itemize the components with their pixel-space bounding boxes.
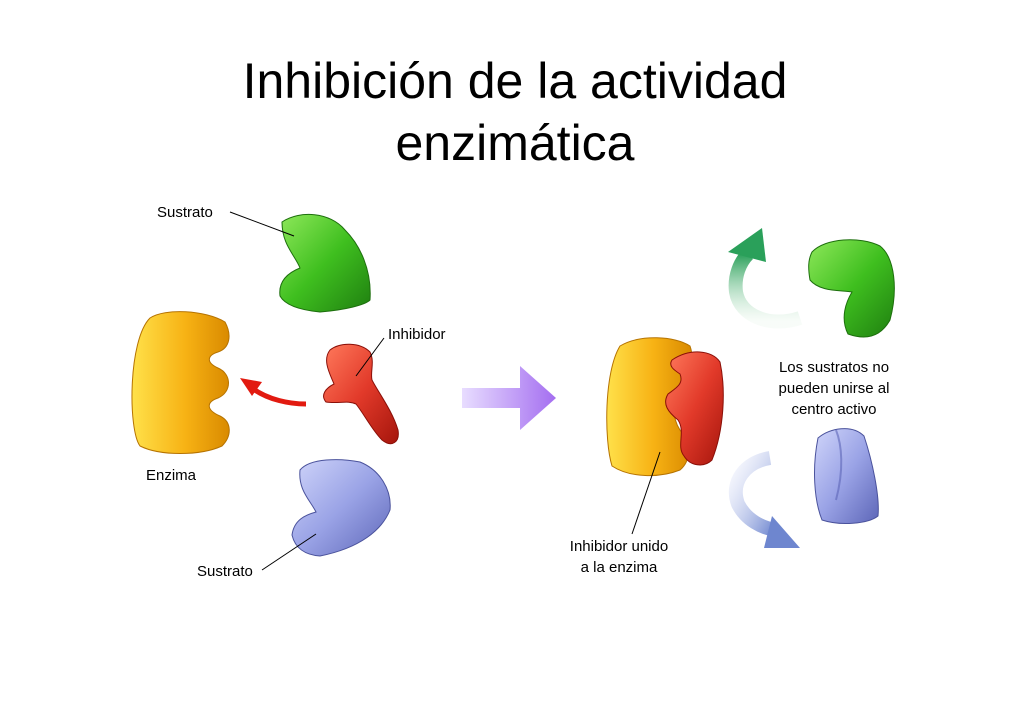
green-substrate-right-shape [808,239,895,338]
label-sustratos-no-unen-line-2: pueden unirse al [778,380,890,397]
label-sustratos-no-unen-line-1: Los sustratos no [778,359,890,376]
label-inhibidor-unido-line-1: Inhibidor unido [569,538,669,555]
label-sustrato-bottom: Sustrato [197,563,253,580]
title-line-2: enzimática [395,115,635,171]
label-sustratos-no-unen-line-3: centro activo [791,401,877,418]
title-line-1: Inhibición de la actividad [242,53,788,109]
label-enzima: Enzima [146,467,197,484]
green-curved-arrow-icon [728,228,803,329]
slide-title: Inhibición de la actividad enzimática [0,50,1030,174]
enzyme-shape [131,311,230,454]
inhibitor-shape [323,343,399,445]
label-sustrato-top: Sustrato [157,204,213,221]
label-sustratos-no-unen: Los sustratos no pueden unirse al centro… [764,357,904,420]
leader-sustrato-bottom [261,533,317,571]
inhibitor-arrow [240,378,307,407]
label-inhibidor-unido: Inhibidor unido a la enzima [552,536,686,578]
leader-sustrato-top [229,211,295,237]
blue-substrate-shape [291,459,391,557]
leader-inhibidor-unido [631,451,661,535]
bound-inhibitor-shape [665,351,724,466]
blue-curved-arrow-icon [728,451,800,548]
green-substrate-shape [279,213,371,313]
leader-inhibidor [355,337,385,377]
transition-arrow-icon [462,366,556,430]
label-inhibidor-unido-line-2: a la enzima [580,559,658,576]
label-inhibidor: Inhibidor [388,326,446,343]
blue-substrate-right-shape [814,428,879,524]
